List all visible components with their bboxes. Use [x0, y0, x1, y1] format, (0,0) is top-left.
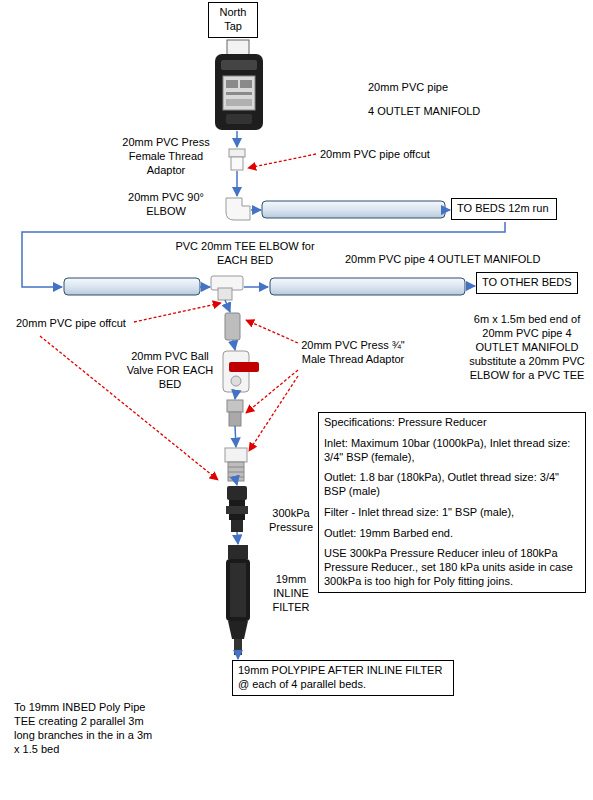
destination-box: TO OTHER BEDS — [476, 272, 578, 294]
box-text: Inlet: Maximum 10bar (1000kPa), Inlet th… — [324, 437, 580, 465]
pressure-reducer — [226, 486, 248, 532]
tap-timer — [215, 40, 263, 130]
pvc-pipe — [262, 201, 445, 218]
note-box: 19mm POLYPIPE AFTER INLINE FILTER @ each… — [232, 660, 454, 696]
box-text: 19mm POLYPIPE AFTER INLINE FILTER @ each… — [238, 664, 448, 692]
box-text: TO OTHER BEDS — [482, 276, 572, 290]
note-text: To 19mm INBED Poly Pipe TEE creating 2 p… — [14, 700, 154, 756]
part-label: PVC 20mm TEE ELBOW for EACH BED — [170, 239, 320, 267]
part-label: 20mm PVC Press ¾" Male Thread Adaptor — [300, 338, 406, 366]
box-text: North Tap — [214, 6, 252, 34]
part-label: 20mm PVC pipe 4 OUTLET MANIFOLD — [345, 252, 581, 266]
box-text: Outlet: 1.8 bar (180kPa), Outlet thread … — [324, 471, 580, 499]
box-text: TO BEDS 12m run — [457, 202, 551, 216]
part-label: 20mm PVC pipe offcut — [16, 316, 146, 330]
box-text: Filter - Inlet thread size: 1" BSP (male… — [324, 506, 580, 520]
part-label: 20mm PVC 90° ELBOW — [116, 190, 216, 218]
destination-box: TO BEDS 12m run — [451, 198, 557, 220]
box-text: Outlet: 19mm Barbed end. — [324, 527, 580, 541]
part-label: 20mm PVC Press Female Thread Adaptor — [116, 135, 216, 177]
box-text: Specifications: Pressure Reducer — [324, 416, 580, 430]
tap-box: North Tap — [208, 2, 258, 38]
elbow-fitting — [226, 198, 250, 220]
part-label: 19mm INLINE FILTER — [264, 572, 318, 614]
spec-box: Specifications: Pressure ReducerInlet: M… — [318, 412, 586, 593]
part-label: 4 OUTLET MANIFOLD — [368, 104, 518, 118]
inline-filter — [226, 545, 250, 655]
box-text: USE 300kPa Pressure Reducer inleu of 180… — [324, 547, 580, 588]
part-label: 300kPa Pressure — [264, 506, 318, 534]
pipe-offcut — [225, 313, 240, 340]
note-text: 6m x 1.5m bed end of 20mm PVC pipe 4 OUT… — [466, 312, 588, 382]
pvc-pipe — [64, 278, 200, 295]
part-label: 20mm PVC pipe — [368, 80, 518, 94]
male-thread-adaptor — [227, 400, 243, 426]
tee-fitting — [211, 276, 243, 300]
ball-valve — [223, 351, 259, 392]
male-thread-adaptor — [225, 448, 247, 481]
part-label: 20mm PVC pipe offcut — [320, 147, 500, 161]
female-thread-adaptor — [229, 149, 245, 170]
part-label: 20mm PVC Ball Valve FOR EACH BED — [122, 349, 218, 391]
pvc-pipe — [270, 278, 465, 295]
